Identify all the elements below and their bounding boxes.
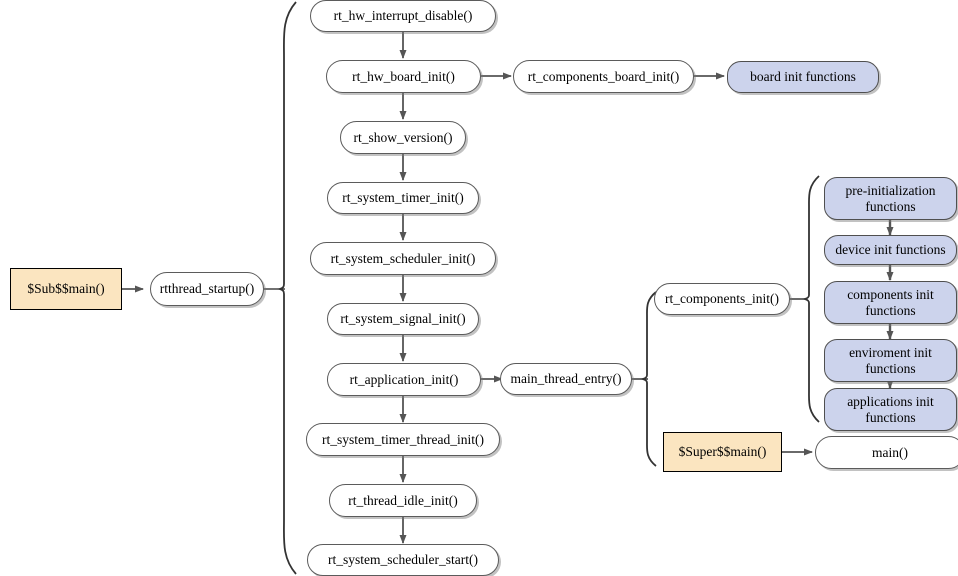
node-label: rt_system_scheduler_init() (330, 250, 476, 266)
node-rt-thread-idle-init[interactable]: rt_thread_idle_init() (329, 484, 477, 517)
node-rt-system-scheduler-init[interactable]: rt_system_scheduler_init() (310, 242, 496, 275)
node-label: board init functions (750, 69, 856, 85)
node-rtthread-startup[interactable]: rtthread_startup() (150, 272, 264, 306)
node-label: applications init functions (847, 393, 934, 425)
node-label: $Sub$$main() (27, 281, 105, 297)
node-board-init-functions[interactable]: board init functions (727, 61, 879, 93)
node-rt-components-board-init[interactable]: rt_components_board_init() (513, 60, 694, 93)
node-label: main_thread_entry() (510, 371, 622, 387)
node-pre-initialization-functions[interactable]: pre-initialization functions (824, 177, 957, 220)
node-label: rt_components_board_init() (527, 68, 680, 84)
node-label: device init functions (835, 242, 946, 258)
node-label: enviroment init functions (849, 344, 932, 376)
node-label: rt_hw_board_init() (352, 68, 455, 84)
node-label: pre-initialization functions (845, 182, 936, 214)
node-label: rt_system_timer_thread_init() (322, 431, 484, 447)
node-super-main[interactable]: $Super$$main() (663, 432, 782, 472)
node-label: rtthread_startup() (159, 281, 255, 297)
node-sub-main[interactable]: $Sub$$main() (10, 268, 122, 310)
node-label: rt_system_signal_init() (340, 311, 466, 327)
node-label: rt_thread_idle_init() (348, 492, 458, 508)
brace-startup-sequence (277, 1, 297, 575)
brace-main-branch (640, 291, 657, 467)
node-label: components init functions (847, 286, 934, 318)
node-label: main() (872, 444, 908, 460)
node-rt-hw-board-init[interactable]: rt_hw_board_init() (326, 60, 481, 93)
node-rt-components-init[interactable]: rt_components_init() (654, 283, 790, 315)
node-rt-system-scheduler-start[interactable]: rt_system_scheduler_start() (307, 544, 499, 576)
node-applications-init-functions[interactable]: applications init functions (824, 388, 957, 431)
node-rt-show-version[interactable]: rt_show_version() (340, 121, 466, 154)
node-rt-hw-interrupt-disable[interactable]: rt_hw_interrupt_disable() (310, 0, 496, 32)
node-label: rt_system_scheduler_start() (328, 552, 478, 568)
node-environment-init-functions[interactable]: enviroment init functions (824, 339, 957, 382)
node-label: rt_hw_interrupt_disable() (333, 8, 473, 24)
node-components-init-functions[interactable]: components init functions (824, 281, 957, 324)
brace-init-functions (802, 175, 820, 423)
node-label: rt_show_version() (353, 129, 453, 145)
node-main-thread-entry[interactable]: main_thread_entry() (500, 363, 632, 395)
node-label: rt_application_init() (349, 371, 459, 387)
node-main[interactable]: main() (815, 436, 958, 469)
node-rt-system-signal-init[interactable]: rt_system_signal_init() (327, 303, 479, 335)
node-device-init-functions[interactable]: device init functions (824, 235, 957, 265)
node-rt-application-init[interactable]: rt_application_init() (327, 363, 481, 396)
node-label: rt_components_init() (665, 291, 779, 307)
node-label: rt_system_timer_init() (342, 190, 464, 206)
node-rt-system-timer-init[interactable]: rt_system_timer_init() (327, 182, 479, 214)
node-rt-system-timer-thread-init[interactable]: rt_system_timer_thread_init() (306, 423, 500, 456)
node-label: $Super$$main() (678, 444, 767, 460)
